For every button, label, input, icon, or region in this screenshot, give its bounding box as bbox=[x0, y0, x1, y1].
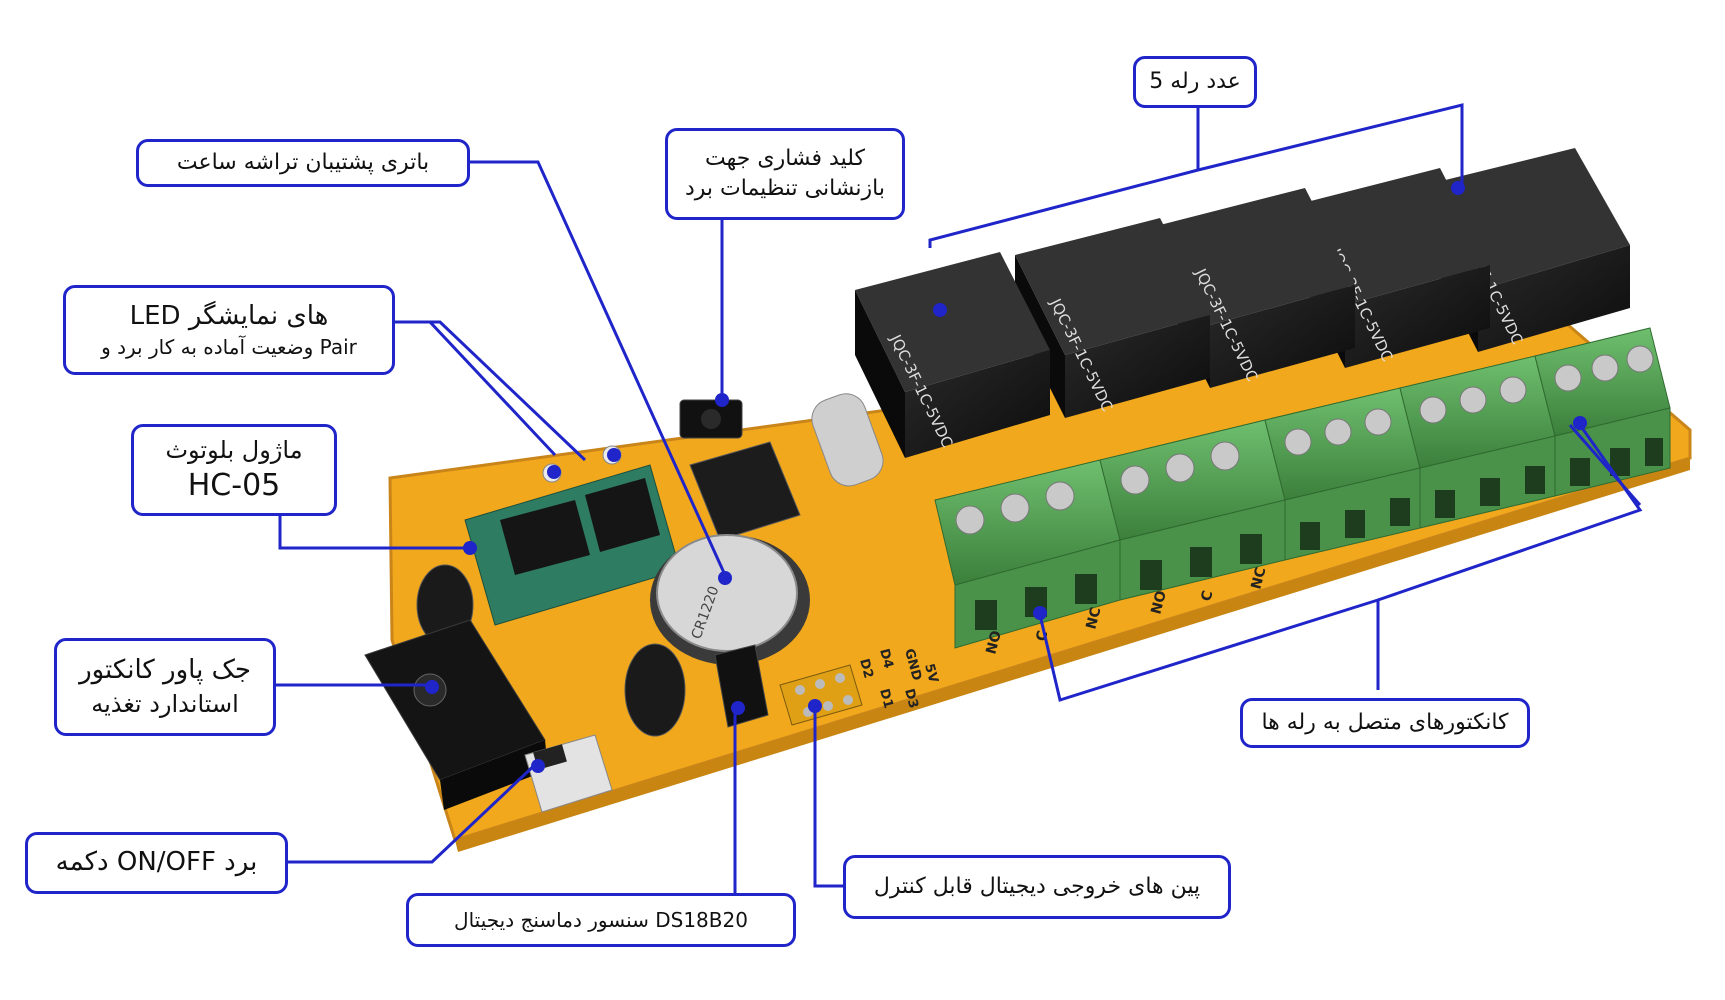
marker-temp-sensor bbox=[731, 701, 745, 715]
marker-battery bbox=[718, 571, 732, 585]
terminal-block-4 bbox=[1399, 355, 1556, 529]
dc-power-jack bbox=[364, 619, 548, 810]
pcb-edge bbox=[455, 458, 1690, 852]
crystal bbox=[811, 393, 884, 487]
marker-led-2 bbox=[607, 448, 621, 462]
relay-block-1: JQC-3F-1C-5VDC bbox=[855, 252, 1050, 458]
bluetooth-module bbox=[464, 464, 681, 626]
terminal-block-5 bbox=[1534, 327, 1671, 497]
marker-connector-1 bbox=[1033, 606, 1047, 620]
terminal-block-2 bbox=[1099, 419, 1286, 601]
pin-silk-d3: D3 bbox=[901, 687, 921, 710]
terminal-silk-c: C bbox=[1198, 589, 1216, 603]
marker-digital-pins bbox=[808, 699, 822, 713]
terminal-silk-labels: NO C NC NO C NC bbox=[983, 566, 1269, 656]
label-relay-connectors: کانکتورهای متصل به رله ها bbox=[1240, 698, 1530, 748]
label-temp-sensor: سنسور دماسنج دیجیتال DS18B20 bbox=[406, 893, 796, 947]
marker-led-1 bbox=[547, 465, 561, 479]
leader-lines bbox=[273, 70, 1643, 893]
terminal-silk-no: NO bbox=[983, 629, 1005, 656]
marker-bluetooth bbox=[463, 541, 477, 555]
pin-silk-labels: GND 5V D4 D3 D2 D1 bbox=[856, 647, 940, 710]
label-onoff-button: دکمه ON/OFF برد bbox=[25, 832, 288, 894]
marker-power-jack bbox=[425, 680, 439, 694]
marker-onoff bbox=[531, 759, 545, 773]
terminal-silk-nc: NC bbox=[1083, 606, 1104, 631]
pin-silk-d2: D2 bbox=[856, 657, 876, 680]
marker-dots bbox=[425, 181, 1587, 773]
label-power-jack: جک پاور کانکتور استاندارد تغذیه bbox=[54, 638, 276, 736]
terminal-block-3 bbox=[1264, 387, 1421, 561]
label-bluetooth-module: ماژول بلوتوث HC-05 bbox=[131, 424, 337, 516]
pin-silk-d1: D1 bbox=[876, 687, 896, 710]
capacitor-2 bbox=[624, 643, 686, 737]
coin-battery: CR1220 bbox=[650, 534, 810, 665]
marker-connector-5 bbox=[1573, 416, 1587, 430]
pin-silk-d4: D4 bbox=[876, 647, 896, 670]
reset-push-button bbox=[679, 399, 743, 439]
label-reset-button: کلید فشاری جهت بازنشانی تنظیمات برد bbox=[665, 128, 905, 220]
terminal-block-1 bbox=[934, 459, 1121, 649]
label-digital-pins: پین های خروجی دیجیتال قابل کنترل bbox=[843, 855, 1231, 919]
marker-reset-button bbox=[715, 393, 729, 407]
marker-relay-5 bbox=[1451, 181, 1465, 195]
microcontroller-chip bbox=[689, 441, 801, 541]
label-battery: باتری پشتیبان تراشه ساعت bbox=[136, 139, 470, 187]
terminal-silk-nc: NC bbox=[1248, 566, 1269, 591]
label-status-leds: LED های نمایشگر وضعیت آماده به کار برد و… bbox=[63, 285, 395, 375]
marker-relay-1 bbox=[933, 303, 947, 317]
digital-pin-header bbox=[779, 664, 863, 726]
label-relays: 5 عدد رله bbox=[1133, 56, 1257, 108]
pin-silk-5v: 5V bbox=[921, 662, 940, 684]
terminal-silk-no: NO bbox=[1148, 589, 1170, 616]
ds18b20-sensor bbox=[714, 644, 769, 728]
